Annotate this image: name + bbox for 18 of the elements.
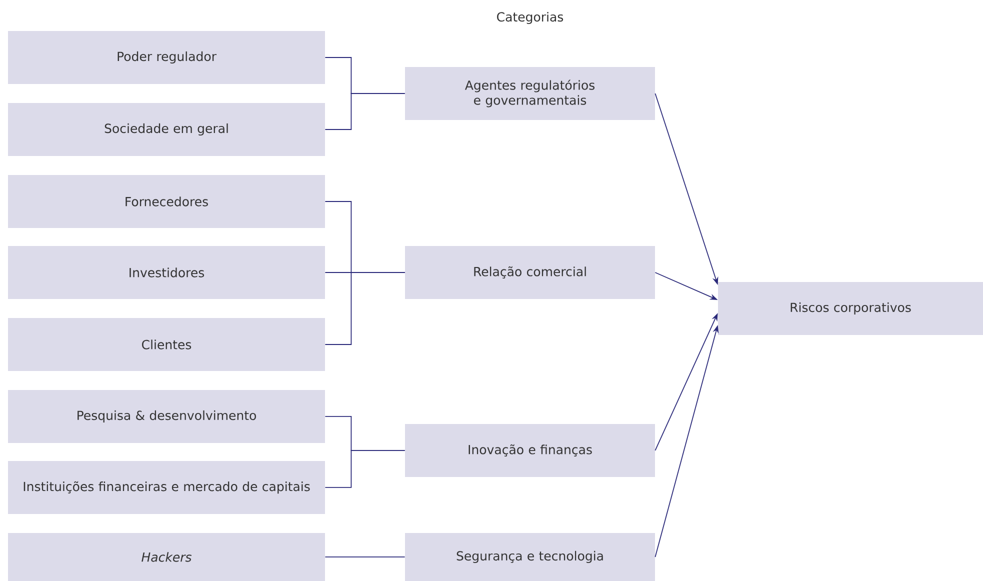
category-box: Segurança e tecnologia	[405, 532, 655, 581]
result-box: Riscos corporativos	[718, 282, 983, 335]
stakeholder-box: Instituições financeiras e mercado de capitais	[8, 460, 325, 514]
category-box: Inovação e finanças	[405, 424, 655, 477]
stakeholder-box: Investidores	[8, 246, 325, 299]
bracket-connector	[324, 272, 406, 345]
stakeholder-box: Sociedade em geral	[8, 103, 325, 156]
category-box: Relação comercial	[405, 246, 655, 299]
bracket-connector	[324, 556, 406, 558]
bracket-connector	[324, 93, 406, 130]
stakeholder-box: Fornecedores	[8, 175, 325, 228]
stakeholder-box: Clientes	[8, 318, 325, 371]
stakeholder-box: Poder regulador	[8, 31, 325, 84]
stakeholder-box: Hackers	[8, 532, 325, 581]
stakeholder-box: Pesquisa & desenvolvimento	[8, 390, 325, 443]
category-box: Agentes regulatórios e governamentais	[405, 67, 655, 120]
heading: Categorias	[497, 12, 564, 24]
bracket-connector	[324, 450, 406, 488]
